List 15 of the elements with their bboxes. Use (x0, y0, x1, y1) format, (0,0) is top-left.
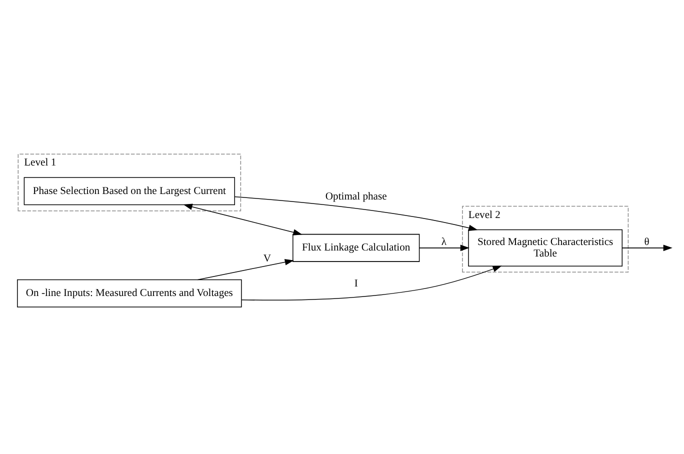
node-box: On -line Inputs: Measured Currents and Voltages (17, 278, 242, 307)
edge-label: θ (644, 236, 650, 248)
arrow (622, 244, 672, 251)
arrow (197, 258, 294, 280)
edge-label: Optimal phase (325, 191, 387, 202)
edge-label: I (354, 278, 358, 290)
arrow (234, 196, 478, 230)
arrow (183, 203, 302, 235)
edge-label: λ (441, 236, 446, 248)
edge-label: V (263, 253, 271, 264)
node-box: Phase Selection Based on the Largest Current (24, 176, 235, 205)
arrow (241, 265, 502, 300)
node-box: Stored Magnetic Characteristics Table (468, 228, 623, 266)
node-box: Flux Linkage Calculation (292, 233, 420, 262)
arrow (419, 244, 470, 251)
